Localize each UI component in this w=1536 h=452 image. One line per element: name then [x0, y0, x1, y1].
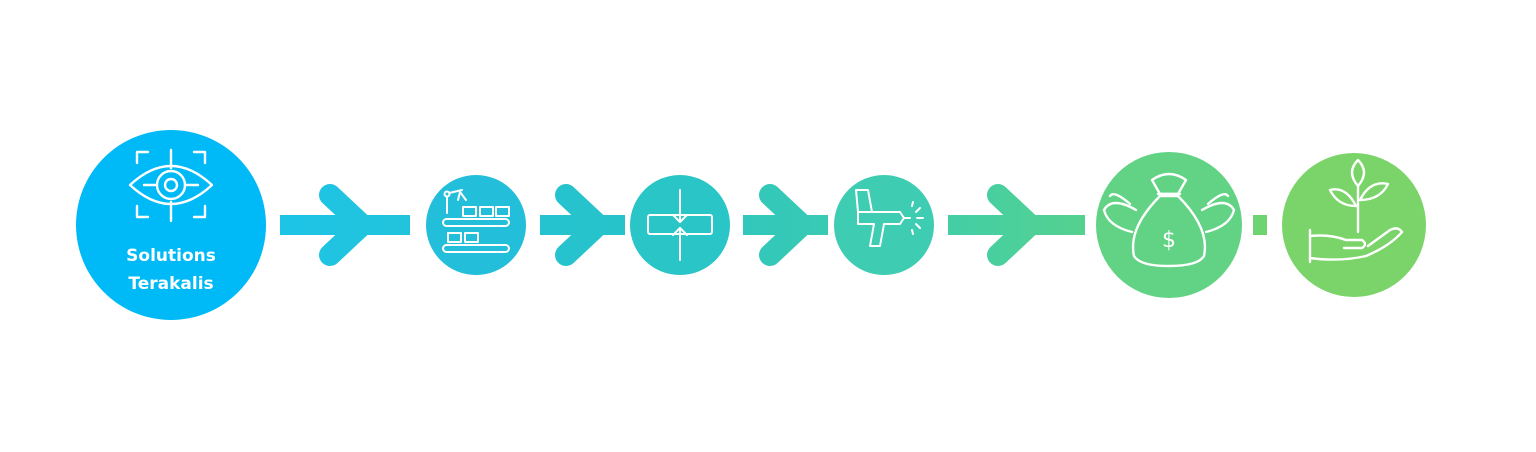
- step-node-painting: [834, 175, 934, 275]
- money-bag-wings-icon: $: [1102, 172, 1236, 268]
- eye-scan-icon: [128, 148, 214, 223]
- arrow-icon: [319, 184, 1041, 266]
- step-node-automation: [426, 175, 526, 275]
- svg-text:$: $: [1162, 228, 1176, 253]
- compress-arrows-icon: [647, 189, 713, 261]
- step-node-pressing: [630, 175, 730, 275]
- spray-gun-icon: [855, 189, 924, 247]
- start-node-label-line1: Solutions: [126, 246, 216, 266]
- start-node: Solutions Terakalis: [76, 130, 266, 320]
- step-node-sustainability: [1282, 153, 1426, 297]
- plant-hand-icon: [1308, 158, 1404, 264]
- start-node-circle: [76, 130, 266, 320]
- step-node-savings: $: [1096, 152, 1242, 298]
- start-node-label-line2: Terakalis: [128, 274, 213, 294]
- robot-conveyor-icon: [442, 189, 510, 253]
